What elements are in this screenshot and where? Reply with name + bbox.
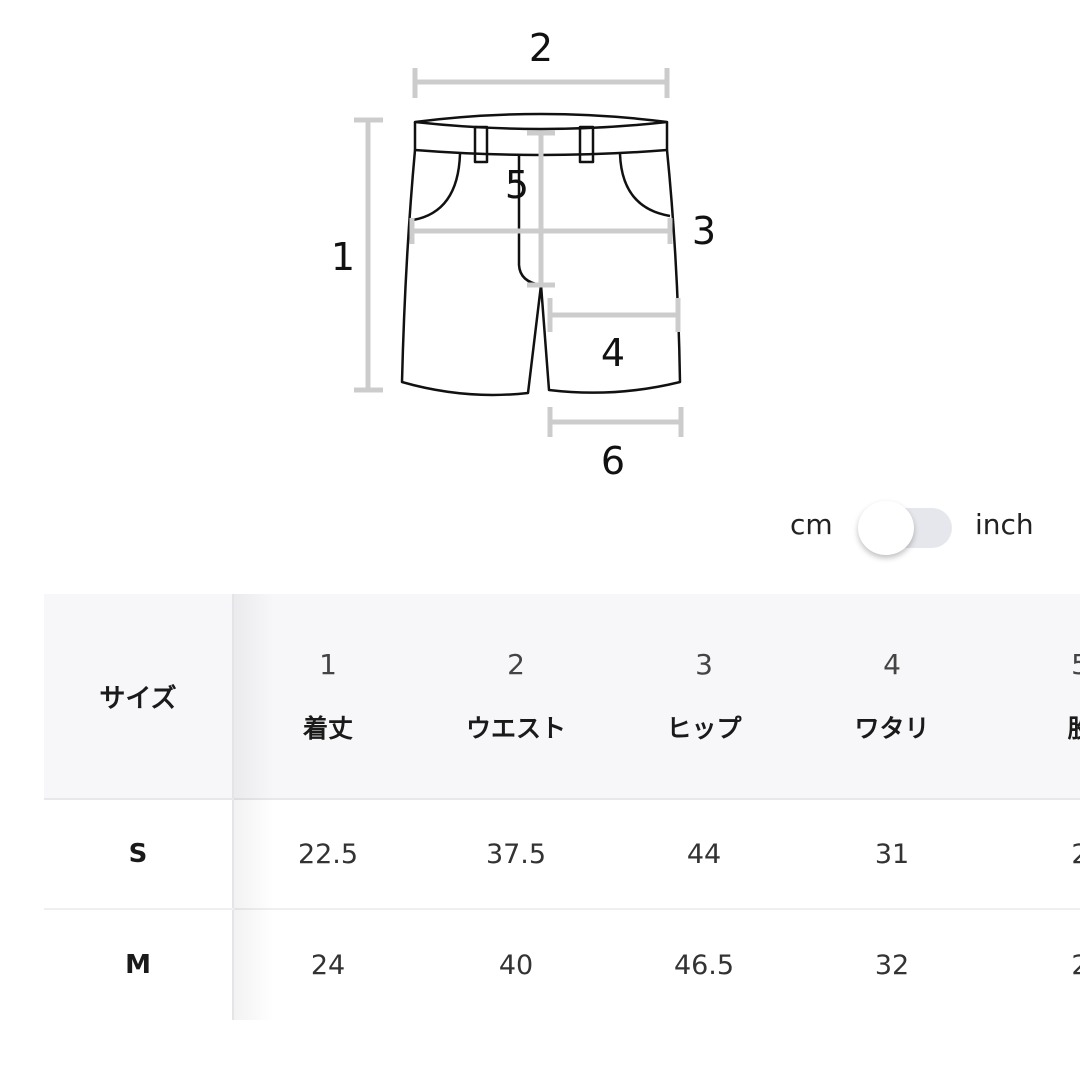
size-cell: M	[44, 910, 234, 1020]
measure-line-1	[354, 117, 383, 393]
measure-label-5: 5	[505, 163, 529, 207]
table-row: M 24 40 46.5 32 2	[44, 910, 1080, 1020]
column-name: 股	[1067, 713, 1080, 743]
unit-inch-label[interactable]: inch	[975, 508, 1034, 541]
column-name: 着丈	[302, 713, 353, 743]
measure-line-5	[527, 130, 555, 288]
value-cell: 32	[874, 949, 910, 981]
column-header: 4 ワタリ	[798, 594, 986, 798]
size-header: サイズ	[44, 594, 234, 798]
shorts-measurement-diagram: 2 1 5 3 4 6	[331, 26, 716, 483]
column-header: 3 ヒップ	[610, 594, 798, 798]
column-number: 5	[1071, 647, 1080, 681]
value-cell: 40	[498, 949, 534, 981]
column-number: 2	[507, 647, 525, 681]
column-name: ウエスト	[465, 713, 566, 743]
value-cell: 46.5	[673, 949, 735, 981]
column-header: 2 ウエスト	[422, 594, 610, 798]
value-cell: 31	[874, 838, 910, 870]
column-header: 1 着丈	[234, 594, 422, 798]
measure-label-4: 4	[601, 331, 625, 375]
value-cell: 2	[986, 910, 1080, 1020]
column-number: 4	[883, 647, 901, 681]
value-cell: 37.5	[485, 838, 547, 870]
value-cell: 22.5	[297, 838, 359, 870]
measure-label-3: 3	[692, 209, 716, 253]
column-number: 3	[695, 647, 713, 681]
unit-cm-label[interactable]: cm	[790, 508, 833, 541]
measure-line-4	[547, 298, 681, 332]
measure-label-2: 2	[529, 26, 553, 70]
measure-line-6	[547, 407, 684, 437]
value-cell: 2	[986, 800, 1080, 908]
toggle-knob[interactable]	[858, 501, 914, 555]
value-cell: 44	[686, 838, 722, 870]
column-name: ワタリ	[854, 713, 930, 743]
measure-label-6: 6	[601, 439, 625, 483]
measure-line-2	[412, 68, 670, 98]
unit-toggle-switch[interactable]	[858, 501, 952, 555]
column-number: 1	[319, 647, 337, 681]
size-cell: S	[44, 800, 234, 908]
value-cell: 24	[310, 949, 346, 981]
table-row: S 22.5 37.5 44 31 2	[44, 800, 1080, 910]
measurement-lines	[354, 68, 684, 437]
measure-label-1: 1	[331, 235, 355, 279]
column-name: ヒップ	[666, 713, 742, 743]
